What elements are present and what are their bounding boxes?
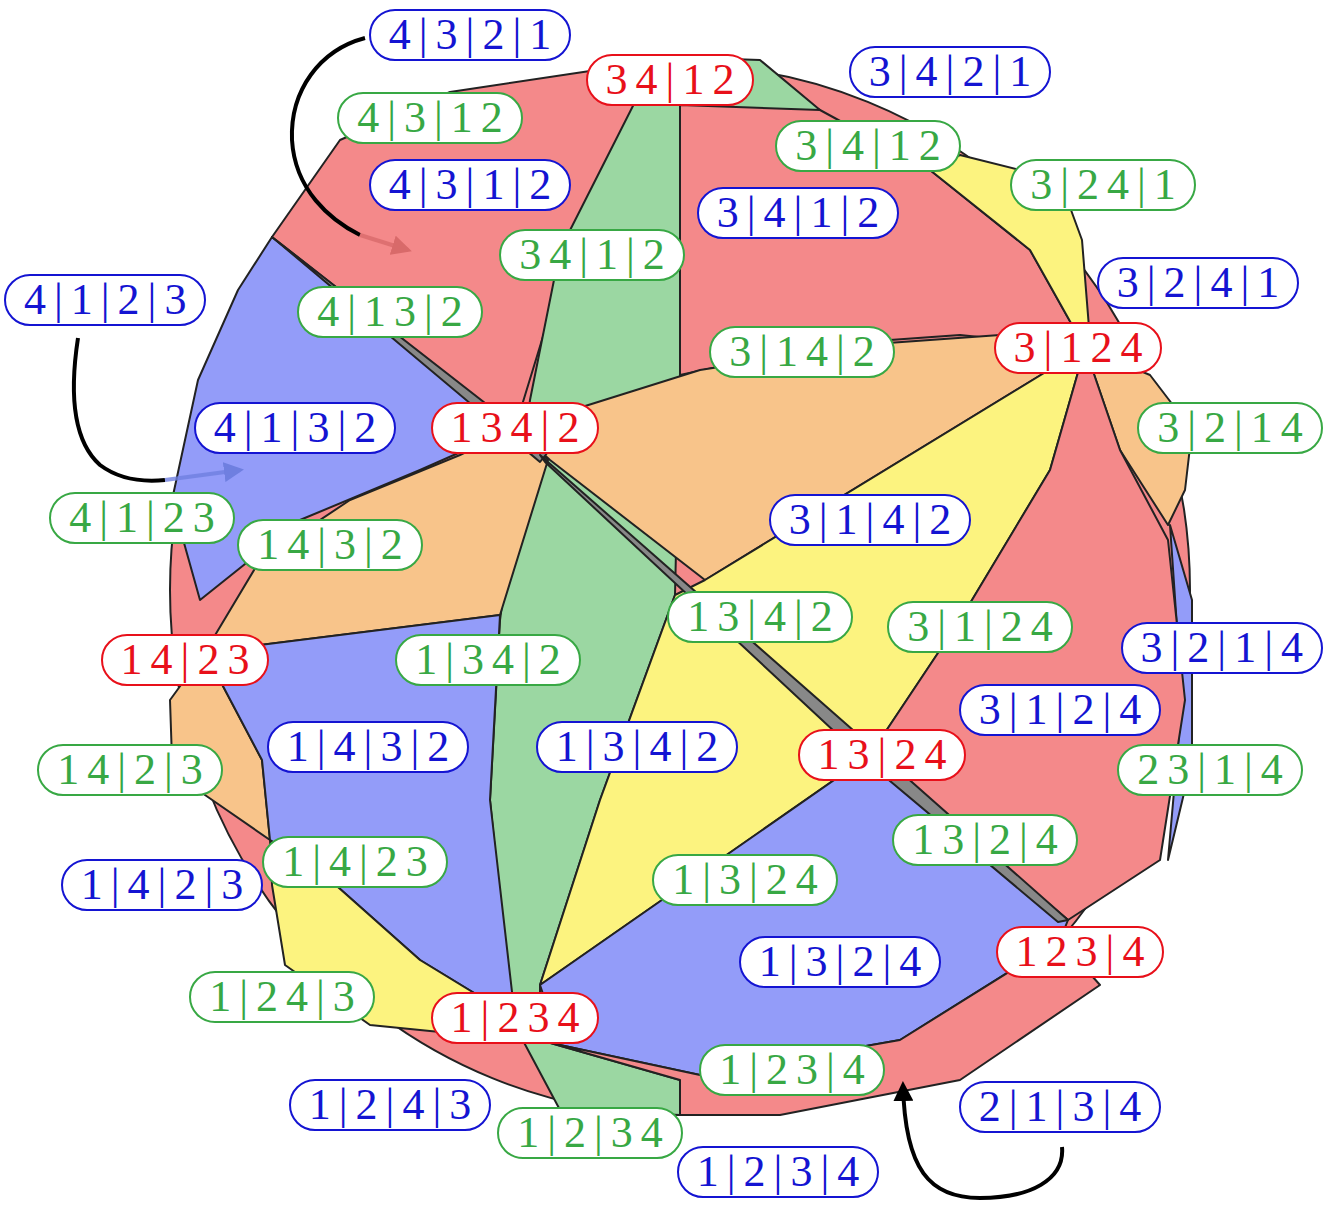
permutation-label: 3|4|1|2 bbox=[699, 189, 897, 237]
permutation-label: 3|2|4|1 bbox=[1099, 259, 1297, 307]
permutation-label: 3|24|1 bbox=[1012, 161, 1194, 209]
permutation-label: 4|13|2 bbox=[299, 288, 481, 336]
permutation-pill: 3|1|24 bbox=[887, 601, 1073, 653]
permutation-pill: 13|4|2 bbox=[667, 591, 853, 643]
permutation-label: 3|2|1|4 bbox=[1123, 624, 1321, 672]
permutation-pill: 1|2|3|4 bbox=[677, 1146, 879, 1198]
permutation-pill: 2|1|3|4 bbox=[959, 1081, 1161, 1133]
permutation-label: 4|1|23 bbox=[51, 494, 233, 542]
permutation-label: 1|4|3|2 bbox=[269, 723, 467, 771]
permutation-pill: 3|4|2|1 bbox=[849, 46, 1051, 98]
permutation-label: 14|23 bbox=[103, 636, 268, 684]
permutation-label: 3|14|2 bbox=[711, 328, 893, 376]
permutation-label: 1|4|2|3 bbox=[63, 861, 261, 909]
permutation-pill: 14|23 bbox=[101, 634, 270, 686]
permutation-label: 1|2|34 bbox=[499, 1109, 681, 1157]
permutation-label: 4|3|1|2 bbox=[371, 161, 569, 209]
permutation-label: 23|1|4 bbox=[1119, 746, 1301, 794]
permutation-pill: 123|4 bbox=[996, 926, 1165, 978]
permutation-label: 1|24|3 bbox=[191, 973, 373, 1021]
permutation-label: 1|2|3|4 bbox=[679, 1148, 877, 1196]
permutation-label: 3|124 bbox=[996, 324, 1161, 372]
permutation-label: 1|3|24 bbox=[654, 856, 836, 904]
permutation-pill: 1|4|23 bbox=[262, 836, 448, 888]
permutation-pill: 4|3|2|1 bbox=[369, 9, 571, 61]
permutation-pill: 1|234 bbox=[431, 992, 600, 1044]
permutation-label: 14|2|3 bbox=[39, 746, 221, 794]
permutation-pill: 134|2 bbox=[431, 402, 600, 454]
permutation-pill: 13|24 bbox=[798, 729, 967, 781]
permutation-pill: 23|1|4 bbox=[1117, 744, 1303, 796]
permutation-pill: 1|3|24 bbox=[652, 854, 838, 906]
permutation-pill: 3|1|4|2 bbox=[769, 494, 971, 546]
permutation-pill: 3|124 bbox=[994, 322, 1163, 374]
permutation-label: 1|23|4 bbox=[701, 1046, 883, 1094]
leader-arrow bbox=[74, 338, 165, 481]
permutation-pill: 1|2|34 bbox=[497, 1107, 683, 1159]
permutation-label: 3|2|14 bbox=[1139, 404, 1321, 452]
permutation-pill: 14|3|2 bbox=[237, 519, 423, 571]
permutation-label: 4|3|12 bbox=[339, 94, 521, 142]
permutation-pill: 4|1|3|2 bbox=[194, 402, 396, 454]
permutation-label: 34|12 bbox=[588, 56, 753, 104]
permutation-pill: 4|1|23 bbox=[49, 492, 235, 544]
permutation-label: 3|4|12 bbox=[777, 122, 959, 170]
permutation-label: 13|24 bbox=[800, 731, 965, 779]
permutation-label: 4|3|2|1 bbox=[371, 11, 569, 59]
permutation-pill: 34|1|2 bbox=[499, 229, 685, 281]
permutation-pill: 14|2|3 bbox=[37, 744, 223, 796]
permutation-label: 2|1|3|4 bbox=[961, 1083, 1159, 1131]
permutation-pill: 1|3|4|2 bbox=[536, 721, 738, 773]
permutation-label: 123|4 bbox=[998, 928, 1163, 976]
permutation-pill: 3|14|2 bbox=[709, 326, 895, 378]
permutation-label: 4|1|2|3 bbox=[6, 276, 204, 324]
permutation-label: 14|3|2 bbox=[239, 521, 421, 569]
permutation-pill: 34|12 bbox=[586, 54, 755, 106]
permutation-pill: 3|4|12 bbox=[775, 120, 961, 172]
permutation-label: 4|1|3|2 bbox=[196, 404, 394, 452]
leader-arrowhead bbox=[165, 470, 240, 480]
permutation-pill: 4|1|2|3 bbox=[4, 274, 206, 326]
permutation-pill: 3|2|1|4 bbox=[1121, 622, 1323, 674]
permutation-pill: 3|2|4|1 bbox=[1097, 257, 1299, 309]
permutation-pill: 3|2|14 bbox=[1137, 402, 1323, 454]
permutation-label: 34|1|2 bbox=[501, 231, 683, 279]
permutation-pill: 1|34|2 bbox=[395, 634, 581, 686]
permutation-label: 1|3|4|2 bbox=[538, 723, 736, 771]
permutation-pill: 1|2|4|3 bbox=[289, 1079, 491, 1131]
permutation-label: 1|3|2|4 bbox=[741, 938, 939, 986]
permutation-label: 134|2 bbox=[433, 404, 598, 452]
permutation-pill: 3|24|1 bbox=[1010, 159, 1196, 211]
permutation-pill: 1|23|4 bbox=[699, 1044, 885, 1096]
permutation-pill: 4|13|2 bbox=[297, 286, 483, 338]
permutation-label: 1|234 bbox=[433, 994, 598, 1042]
permutation-label: 3|4|2|1 bbox=[851, 48, 1049, 96]
permutation-pill: 3|1|2|4 bbox=[959, 684, 1161, 736]
leader-arrowhead bbox=[360, 235, 408, 250]
permutation-pill: 4|3|1|2 bbox=[369, 159, 571, 211]
permutation-pill: 1|4|3|2 bbox=[267, 721, 469, 773]
permutation-pill: 1|24|3 bbox=[189, 971, 375, 1023]
permutation-label: 13|4|2 bbox=[669, 593, 851, 641]
permutation-label: 3|1|2|4 bbox=[961, 686, 1159, 734]
permutation-label: 3|1|24 bbox=[889, 603, 1071, 651]
permutation-label: 1|2|4|3 bbox=[291, 1081, 489, 1129]
sphere-regions bbox=[170, 58, 1192, 1115]
permutation-pill: 13|2|4 bbox=[892, 814, 1078, 866]
permutation-label: 13|2|4 bbox=[894, 816, 1076, 864]
permutation-label: 1|4|23 bbox=[264, 838, 446, 886]
permutation-pill: 4|3|12 bbox=[337, 92, 523, 144]
permutation-pill: 1|4|2|3 bbox=[61, 859, 263, 911]
permutation-pill: 1|3|2|4 bbox=[739, 936, 941, 988]
permutation-label: 1|34|2 bbox=[397, 636, 579, 684]
permutation-label: 3|1|4|2 bbox=[771, 496, 969, 544]
permutation-pill: 3|4|1|2 bbox=[697, 187, 899, 239]
